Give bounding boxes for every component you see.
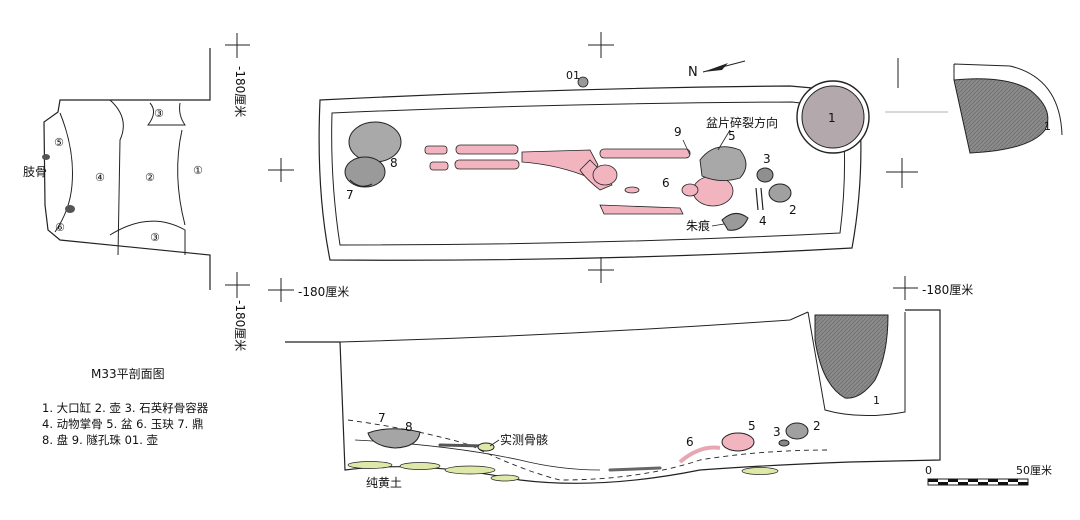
section-skeleton-icon <box>438 443 487 448</box>
left-plan-label-a: ③ <box>154 107 164 120</box>
section-jar-icon <box>814 314 889 399</box>
legend-line-1: 1. 大口缸 2. 壶 3. 石英籽骨容器 <box>42 401 209 415</box>
cinnabar-trace-label: 朱痕 <box>686 218 710 233</box>
section-number-8: 8 <box>405 420 413 434</box>
pot-2-icon <box>768 183 792 203</box>
plan-number-8: 8 <box>390 156 398 170</box>
north-label: N <box>688 65 698 80</box>
plan-number-6: 6 <box>662 176 670 190</box>
plan-number-9: 9 <box>674 125 682 139</box>
plan-number-4: 4 <box>759 214 767 228</box>
section-number-6: 6 <box>686 435 694 449</box>
legend-line-3: 8. 盘 9. 隧孔珠 01. 壶 <box>42 433 158 447</box>
plan-number-5: 5 <box>728 129 736 143</box>
crosshair-markers <box>225 32 918 302</box>
section-number-5: 5 <box>748 419 756 433</box>
section-view: 1 纯黄土 7 8 实测骨骸 6 5 3 2 <box>285 309 941 490</box>
scale-bar <box>927 478 1029 486</box>
yellow-soil-patches <box>347 461 779 482</box>
grave-plan: N 01 1 8 7 <box>318 60 870 261</box>
pure-yellow-soil-label: 纯黄土 <box>366 476 402 490</box>
north-arrow-icon <box>702 60 746 73</box>
figure-title: M33平剖面图 <box>91 367 165 381</box>
bone-fragment-icon <box>65 205 75 213</box>
large-jar-interior-icon <box>801 85 865 149</box>
vessel-01-icon <box>577 76 589 88</box>
side-vessel-number: 1 <box>1044 120 1051 133</box>
depth-mark-section-left: -180厘米 <box>298 285 349 299</box>
section-number-2: 2 <box>813 419 821 433</box>
plan-number-01: 01 <box>566 69 580 82</box>
left-plan-label-d: ② <box>145 171 155 184</box>
measured-skeleton-label: 实测骨骸 <box>500 432 548 447</box>
depth-mark-section-right: -180厘米 <box>922 283 973 297</box>
skeleton-icon <box>424 144 734 215</box>
femur-label: 肢骨 <box>23 164 47 179</box>
section-number-3: 3 <box>773 425 781 439</box>
basin-5-icon <box>699 146 747 181</box>
femur-fragment-icon <box>42 154 50 160</box>
cinnabar-stone-icon <box>721 213 749 231</box>
vessels-7-8-icon <box>344 121 402 188</box>
animal-bone-4-icon <box>755 187 764 211</box>
left-plan-label-c: ④ <box>95 171 105 184</box>
legend-line-2: 4. 动物掌骨 5. 盆 6. 玉玦 7. 鼎 <box>42 417 203 431</box>
section-number-7: 7 <box>378 411 386 425</box>
left-plan-label-f: ⑥ <box>55 221 65 234</box>
left-plan-label-e: ① <box>193 164 203 177</box>
plan-number-1: 1 <box>828 111 836 125</box>
left-plan-label-g: ③ <box>150 231 160 244</box>
depth-mark-plan-vertical: -180厘米 <box>233 66 247 117</box>
section-number-1: 1 <box>873 394 880 407</box>
section-pot-2-icon <box>785 422 809 440</box>
section-basin-icon <box>721 432 755 452</box>
jar-profile: 1 <box>885 63 1063 154</box>
left-small-plan: ③ ⑤ ④ ② ① ⑥ ③ 肢骨 <box>23 48 211 290</box>
plan-number-3: 3 <box>763 152 771 166</box>
scale-bar-start: 0 <box>925 464 932 477</box>
plan-number-2: 2 <box>789 203 797 217</box>
depth-mark-section-vertical: -180厘米 <box>233 300 247 351</box>
scale-bar-end: 50厘米 <box>1016 464 1052 477</box>
left-plan-label-b: ⑤ <box>54 136 64 149</box>
jar-profile-icon <box>953 78 1049 154</box>
plan-number-7: 7 <box>346 188 354 202</box>
section-vessels-7-8-icon <box>367 428 421 449</box>
vessel-3-icon <box>756 167 774 183</box>
basin-shard-direction-label: 盆片碎裂方向 <box>706 115 778 130</box>
